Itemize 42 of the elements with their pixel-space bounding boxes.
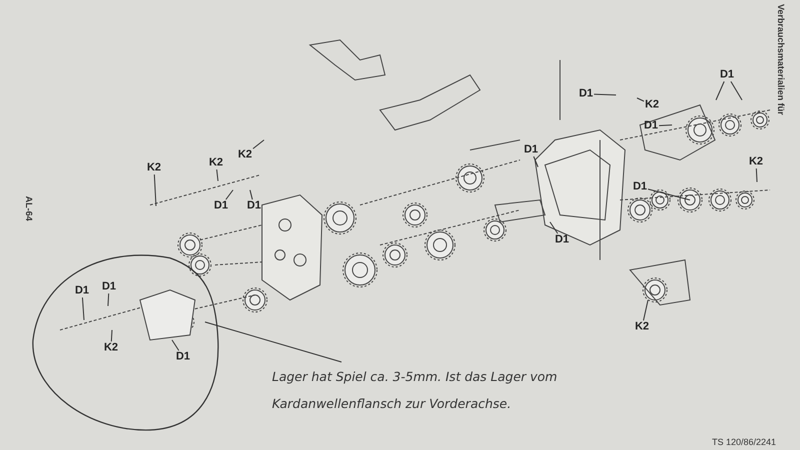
callout-label: K2 — [748, 156, 764, 168]
callout-label: D1 — [74, 286, 90, 296]
leader-line — [250, 190, 253, 200]
callout-label: D1 — [102, 282, 116, 292]
leader-line — [204, 322, 342, 362]
leader-line — [216, 169, 218, 182]
callout-label: K2 — [644, 100, 660, 110]
leader-line — [225, 190, 234, 200]
handwritten-note: Lager hat Spiel ca. 3-5mm. Ist das Lager vom Kardanwellenflansch zur Vorderachse. — [272, 363, 602, 417]
leader-line — [533, 156, 538, 168]
page-code: AL-64 — [24, 196, 34, 222]
callout-label: D1 — [720, 70, 734, 80]
leader-line — [730, 81, 742, 100]
document-number: TS 120/86/2241 — [712, 437, 776, 447]
callout-label: D1 — [176, 352, 190, 362]
callout-label: D1 — [554, 234, 570, 246]
leader-line — [154, 174, 156, 206]
leader-line — [82, 297, 84, 320]
callout-label: D1 — [578, 88, 594, 100]
callout-label: D1 — [644, 120, 658, 132]
leader-line — [550, 222, 558, 234]
leader-line — [252, 140, 264, 150]
leader-line — [594, 94, 616, 96]
callout-label: D1 — [214, 200, 228, 212]
leader-line — [658, 124, 672, 126]
leader-line — [756, 168, 758, 182]
leader-line — [172, 340, 180, 351]
leader-line — [648, 188, 690, 200]
callout-label: K2 — [238, 150, 252, 160]
callout-label: K2 — [634, 322, 650, 332]
leader-line — [110, 330, 112, 342]
callout-label: K2 — [146, 162, 162, 174]
callout-label: K2 — [208, 158, 224, 168]
callout-label: D1 — [632, 182, 648, 192]
callout-label: D1 — [246, 200, 262, 212]
callout-label: K2 — [104, 342, 118, 354]
leader-line — [642, 300, 648, 321]
vertical-header-text: Verbrauchsmaterialien für — [776, 4, 786, 116]
leader-line — [636, 98, 644, 102]
leader-line — [108, 293, 110, 306]
callout-label: D1 — [524, 144, 538, 156]
leader-line — [716, 81, 725, 100]
